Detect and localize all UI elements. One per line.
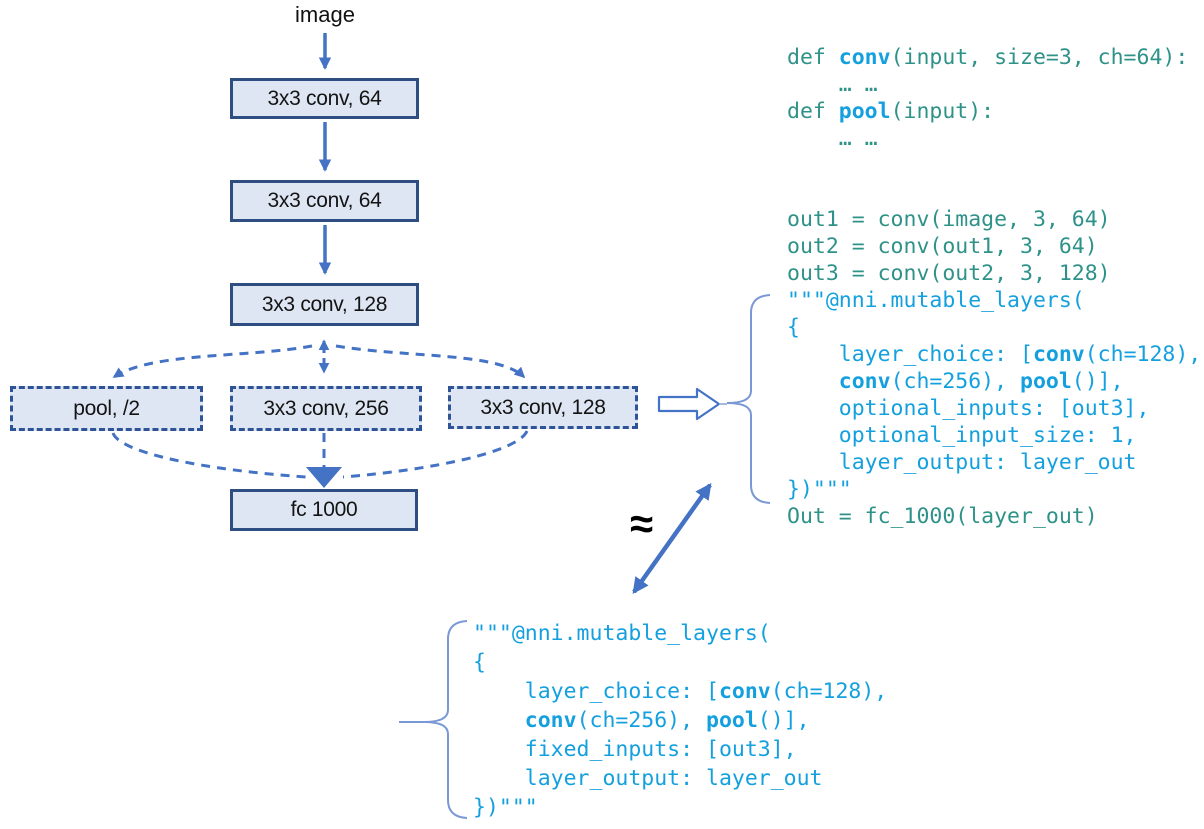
code-line: { xyxy=(787,315,800,340)
code-line: out1 = conv(image, 3, 64) xyxy=(787,207,1111,232)
code-line: layer_choice: [conv(ch=128), xyxy=(787,342,1202,367)
code-line: Out = fc_1000(layer_out) xyxy=(787,504,1098,529)
code-line: layer_choice: [conv(ch=128), xyxy=(473,679,888,704)
code-line: … … xyxy=(787,72,878,97)
diagram-box-fc1000: fc 1000 xyxy=(230,489,418,531)
code-line: conv(ch=256), pool()], xyxy=(838,369,1124,394)
approx-symbol: ≈ xyxy=(630,500,654,547)
right-code-brace xyxy=(726,294,771,504)
code-line: })""" xyxy=(787,477,852,502)
block-arrow-icon xyxy=(657,387,721,421)
code-line xyxy=(787,179,1201,206)
code-block-mutable-optional: def conv(input, size=3, ch=64): … …def p… xyxy=(787,44,1201,530)
code-line: def pool(input): xyxy=(787,99,995,124)
code-block-mutable-fixed: """@nni.mutable_layers( { layer_choice: [… xyxy=(473,619,887,822)
code-line: conv(ch=256), pool()], xyxy=(524,708,810,733)
code-line: """@nni.mutable_layers( xyxy=(787,288,1085,313)
merge-arrowhead xyxy=(306,467,342,488)
diagram-box-conv3: 3x3 conv, 128 xyxy=(230,283,419,326)
bottom-code-brace xyxy=(423,620,468,819)
code-line: def conv(input, size=3, ch=64): xyxy=(787,45,1189,70)
diagram-box-conv256-candidate: 3x3 conv, 256 xyxy=(230,386,422,431)
diagram-box-conv2: 3x3 conv, 64 xyxy=(230,180,419,222)
input-label: image xyxy=(295,2,355,27)
code-line: out3 = conv(out2, 3, 128) xyxy=(787,261,1111,286)
code-line xyxy=(787,152,1201,179)
code-line: layer_output: layer_out xyxy=(787,450,1137,475)
code-line: fixed_inputs: [out3], xyxy=(473,737,797,762)
code-line: out2 = conv(out1, 3, 64) xyxy=(787,234,1098,259)
code-line: optional_input_size: 1, xyxy=(787,423,1137,448)
diagram-box-pool-candidate: pool, /2 xyxy=(10,386,203,431)
code-line: })""" xyxy=(473,795,538,820)
code-line: … … xyxy=(787,126,878,151)
code-line: optional_inputs: [out3], xyxy=(787,396,1150,421)
code-line: """@nni.mutable_layers( xyxy=(473,621,771,646)
diagram-box-conv128-candidate: 3x3 conv, 128 xyxy=(448,386,638,429)
code-line: layer_output: layer_out xyxy=(473,766,823,791)
diagram-box-conv1: 3x3 conv, 64 xyxy=(230,78,419,119)
code-line: { xyxy=(473,650,486,675)
